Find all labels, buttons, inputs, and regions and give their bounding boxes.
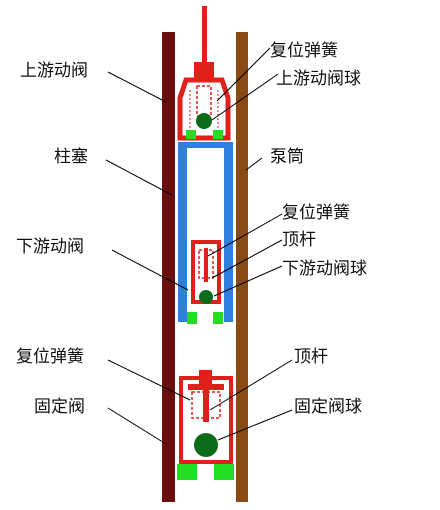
label-plunger: 柱塞 [54, 147, 88, 167]
label-lower-valve: 下游动阀 [16, 237, 84, 257]
fixed-valve-seat-left [177, 464, 197, 480]
upper-valve-seat-left [186, 130, 196, 139]
lower-valve-seat-left [187, 312, 197, 324]
upper-valve-seat-right [213, 130, 223, 139]
label-upper-spring: 复位弹簧 [270, 41, 338, 61]
label-fixed-ball: 固定阀球 [294, 397, 362, 417]
label-upper-ball: 上游动阀球 [276, 69, 361, 89]
upper-valve-ball [196, 113, 212, 129]
label-middle-spring: 复位弹簧 [282, 203, 350, 223]
label-lower-ball: 下游动阀球 [282, 259, 367, 279]
lower-valve-ball [199, 290, 213, 304]
barrel-left-wall [162, 32, 175, 502]
leader-lines [105, 47, 293, 445]
sucker-rod [202, 6, 207, 68]
barrel-right-wall [236, 32, 248, 502]
label-upper-valve: 上游动阀 [20, 61, 88, 81]
label-fixed-rod: 顶杆 [294, 347, 328, 367]
plunger [178, 142, 233, 322]
label-middle-rod: 顶杆 [282, 230, 316, 250]
label-fixed-spring: 复位弹簧 [16, 347, 84, 367]
label-pump-barrel: 泵筒 [270, 147, 304, 167]
fixed-valve [177, 370, 234, 480]
label-fixed-valve: 固定阀 [34, 397, 85, 417]
fixed-valve-ball [194, 433, 218, 457]
fixed-valve-seat-right [214, 464, 234, 480]
lower-valve-seat-right [213, 312, 223, 324]
lower-valve [187, 240, 223, 324]
upper-valve [177, 62, 231, 141]
